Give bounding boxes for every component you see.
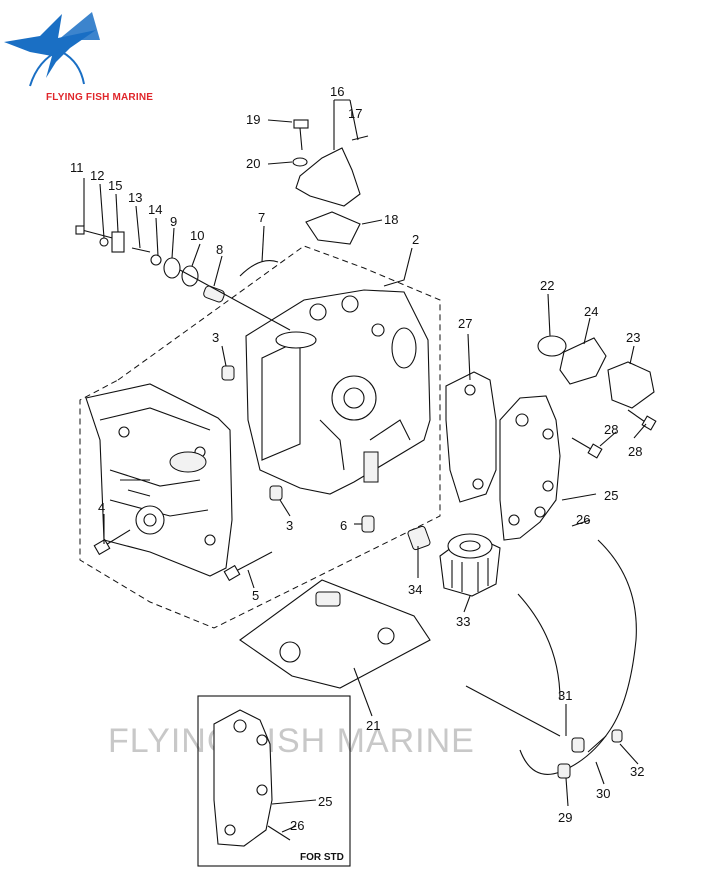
union-bolt <box>587 735 607 753</box>
oil-pipe <box>519 539 637 775</box>
cylinder-head-plate <box>499 395 561 541</box>
inset-label: FOR STD <box>300 852 344 863</box>
callout-25: 25 <box>604 488 618 503</box>
callout-2: 2 <box>412 232 419 247</box>
callout-16: 16 <box>330 84 344 99</box>
callout-32: 32 <box>630 764 644 779</box>
hose <box>239 260 279 277</box>
fitting <box>571 737 585 753</box>
callout-33: 33 <box>456 614 470 629</box>
callout-3: 3 <box>212 330 219 345</box>
callout-26: 26 <box>290 818 304 833</box>
pipe-fitting <box>465 685 561 737</box>
leader-lines <box>83 99 647 833</box>
callout-23: 23 <box>626 330 640 345</box>
crankcase <box>85 383 233 577</box>
fish-logo-icon <box>4 12 100 87</box>
dowel-pin <box>269 485 283 501</box>
callout-4: 4 <box>98 500 105 515</box>
callout-17: 17 <box>348 106 362 121</box>
callout-28: 28 <box>604 422 618 437</box>
brand-name: FLYING FISH MARINE <box>46 92 154 103</box>
callout-11: 11 <box>70 160 84 175</box>
callout-18: 18 <box>384 212 398 227</box>
dowel-pin <box>361 515 375 533</box>
fitting <box>557 763 571 779</box>
callout-28: 28 <box>628 444 642 459</box>
gasket <box>305 211 361 245</box>
callout-numbers: 11 12 15 13 14 9 10 8 7 16 17 19 20 18 2… <box>70 84 644 833</box>
cylinder-block <box>245 289 431 495</box>
callout-12: 12 <box>90 168 104 183</box>
callout-5: 5 <box>252 588 259 603</box>
callout-24: 24 <box>584 304 598 319</box>
callout-25: 25 <box>318 794 332 809</box>
oil-pipe <box>517 593 561 701</box>
callout-21: 21 <box>366 718 380 733</box>
assembly-outline <box>79 245 441 629</box>
callout-26: 26 <box>576 512 590 527</box>
thermostat-cover <box>607 361 655 409</box>
callout-29: 29 <box>558 810 572 825</box>
thermostat <box>537 335 567 357</box>
oil-filter-fitting <box>407 525 431 551</box>
callout-14: 14 <box>148 202 162 217</box>
inset-plate <box>213 709 291 847</box>
collar <box>203 285 225 303</box>
callout-34: 34 <box>408 582 422 597</box>
callout-9: 9 <box>170 214 177 229</box>
fitting <box>611 729 623 743</box>
callout-3: 3 <box>286 518 293 533</box>
thermostat-gasket <box>559 337 607 385</box>
bolt <box>103 529 131 547</box>
callout-20: 20 <box>246 156 260 171</box>
callout-6: 6 <box>340 518 347 533</box>
callout-10: 10 <box>190 228 204 243</box>
dowel-pin <box>221 365 235 381</box>
head-gasket <box>445 371 497 503</box>
callout-22: 22 <box>540 278 554 293</box>
bracket <box>292 119 369 207</box>
callout-15: 15 <box>108 178 122 193</box>
callout-19: 19 <box>246 112 260 127</box>
inset-box <box>197 695 351 867</box>
watermark: FLYING FISH MARINE <box>108 722 475 760</box>
bolt <box>233 551 273 573</box>
callout-13: 13 <box>128 190 142 205</box>
oil-filter <box>439 533 501 597</box>
callout-30: 30 <box>596 786 610 801</box>
callout-31: 31 <box>558 688 572 703</box>
bolt <box>571 409 657 459</box>
callout-8: 8 <box>216 242 223 257</box>
callout-27: 27 <box>458 316 472 331</box>
anode-assembly <box>75 225 291 331</box>
callout-7: 7 <box>258 210 265 225</box>
